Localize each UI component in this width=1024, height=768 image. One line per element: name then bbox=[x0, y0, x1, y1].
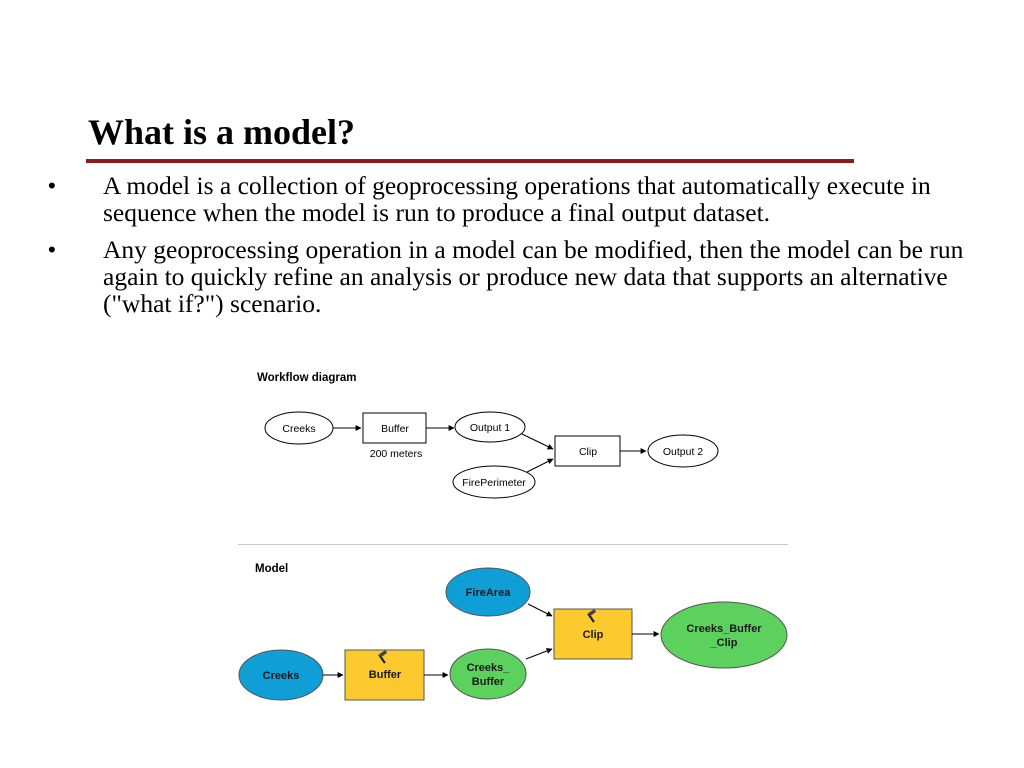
bullet-dot-icon: • bbox=[48, 237, 56, 262]
workflow-output2-node: Output 2 bbox=[647, 434, 719, 468]
model-buffer-node: Buffer bbox=[344, 649, 425, 701]
workflow-clip-node: Clip bbox=[554, 435, 621, 467]
model-clip-output-label-line1: Creeks_Buffer bbox=[686, 623, 762, 635]
workflow-output2-label: Output 2 bbox=[663, 446, 703, 458]
model-clip-output-label-line2: _Clip bbox=[710, 637, 738, 649]
model-creeks-buffer-clip-node: Creeks_Buffer _Clip bbox=[660, 601, 788, 669]
model-arrow bbox=[525, 648, 553, 660]
workflow-buffer-node: Buffer bbox=[362, 412, 427, 444]
workflow-and-model-diagram: Workflow diagram Creeks Buffer 200 meter… bbox=[238, 372, 788, 701]
hammer-icon bbox=[587, 609, 597, 623]
workflow-buffer-parameter: 200 meters bbox=[370, 448, 423, 460]
workflow-output1-node: Output 1 bbox=[454, 411, 526, 443]
workflow-fireperimeter-node: FirePerimeter bbox=[452, 465, 536, 499]
model-clip-node: Clip bbox=[553, 608, 633, 660]
slide-title: What is a model? bbox=[88, 112, 356, 152]
workflow-buffer-label: Buffer bbox=[381, 423, 409, 435]
workflow-fireperimeter-label: FirePerimeter bbox=[462, 477, 526, 489]
title-underline bbox=[86, 159, 854, 163]
bullet-text: A model is a collection of geoprocessing… bbox=[103, 171, 931, 227]
workflow-output1-label: Output 1 bbox=[470, 422, 510, 434]
model-buffer-output-label-line1: Creeks_ bbox=[467, 662, 511, 674]
model-firearea-label: FireArea bbox=[466, 587, 512, 599]
hammer-icon bbox=[378, 650, 388, 664]
model-arrow bbox=[527, 603, 553, 617]
model-clip-label: Clip bbox=[583, 629, 604, 641]
diagram-separator bbox=[238, 544, 788, 545]
model-creeks-buffer-node: Creeks_ Buffer bbox=[449, 648, 527, 700]
workflow-clip-label: Clip bbox=[579, 446, 597, 458]
model-creeks-node: Creeks bbox=[238, 649, 324, 701]
model-buffer-output-label-line2: Buffer bbox=[472, 676, 505, 688]
workflow-arrow bbox=[521, 433, 554, 450]
workflow-heading: Workflow diagram bbox=[257, 372, 356, 384]
bullet-list: • A model is a collection of geoprocessi… bbox=[44, 172, 1004, 327]
bullet-text: Any geoprocessing operation in a model c… bbox=[103, 235, 964, 318]
bullet-item: • A model is a collection of geoprocessi… bbox=[44, 172, 1004, 226]
model-firearea-node: FireArea bbox=[445, 567, 531, 617]
workflow-creeks-label: Creeks bbox=[282, 423, 315, 435]
model-buffer-label: Buffer bbox=[369, 669, 402, 681]
workflow-arrow bbox=[526, 458, 554, 473]
model-heading: Model bbox=[255, 563, 288, 575]
bullet-item: • Any geoprocessing operation in a model… bbox=[44, 236, 1004, 317]
bullet-dot-icon: • bbox=[48, 173, 56, 198]
workflow-creeks-node: Creeks bbox=[264, 411, 334, 445]
model-creeks-label: Creeks bbox=[263, 670, 300, 682]
